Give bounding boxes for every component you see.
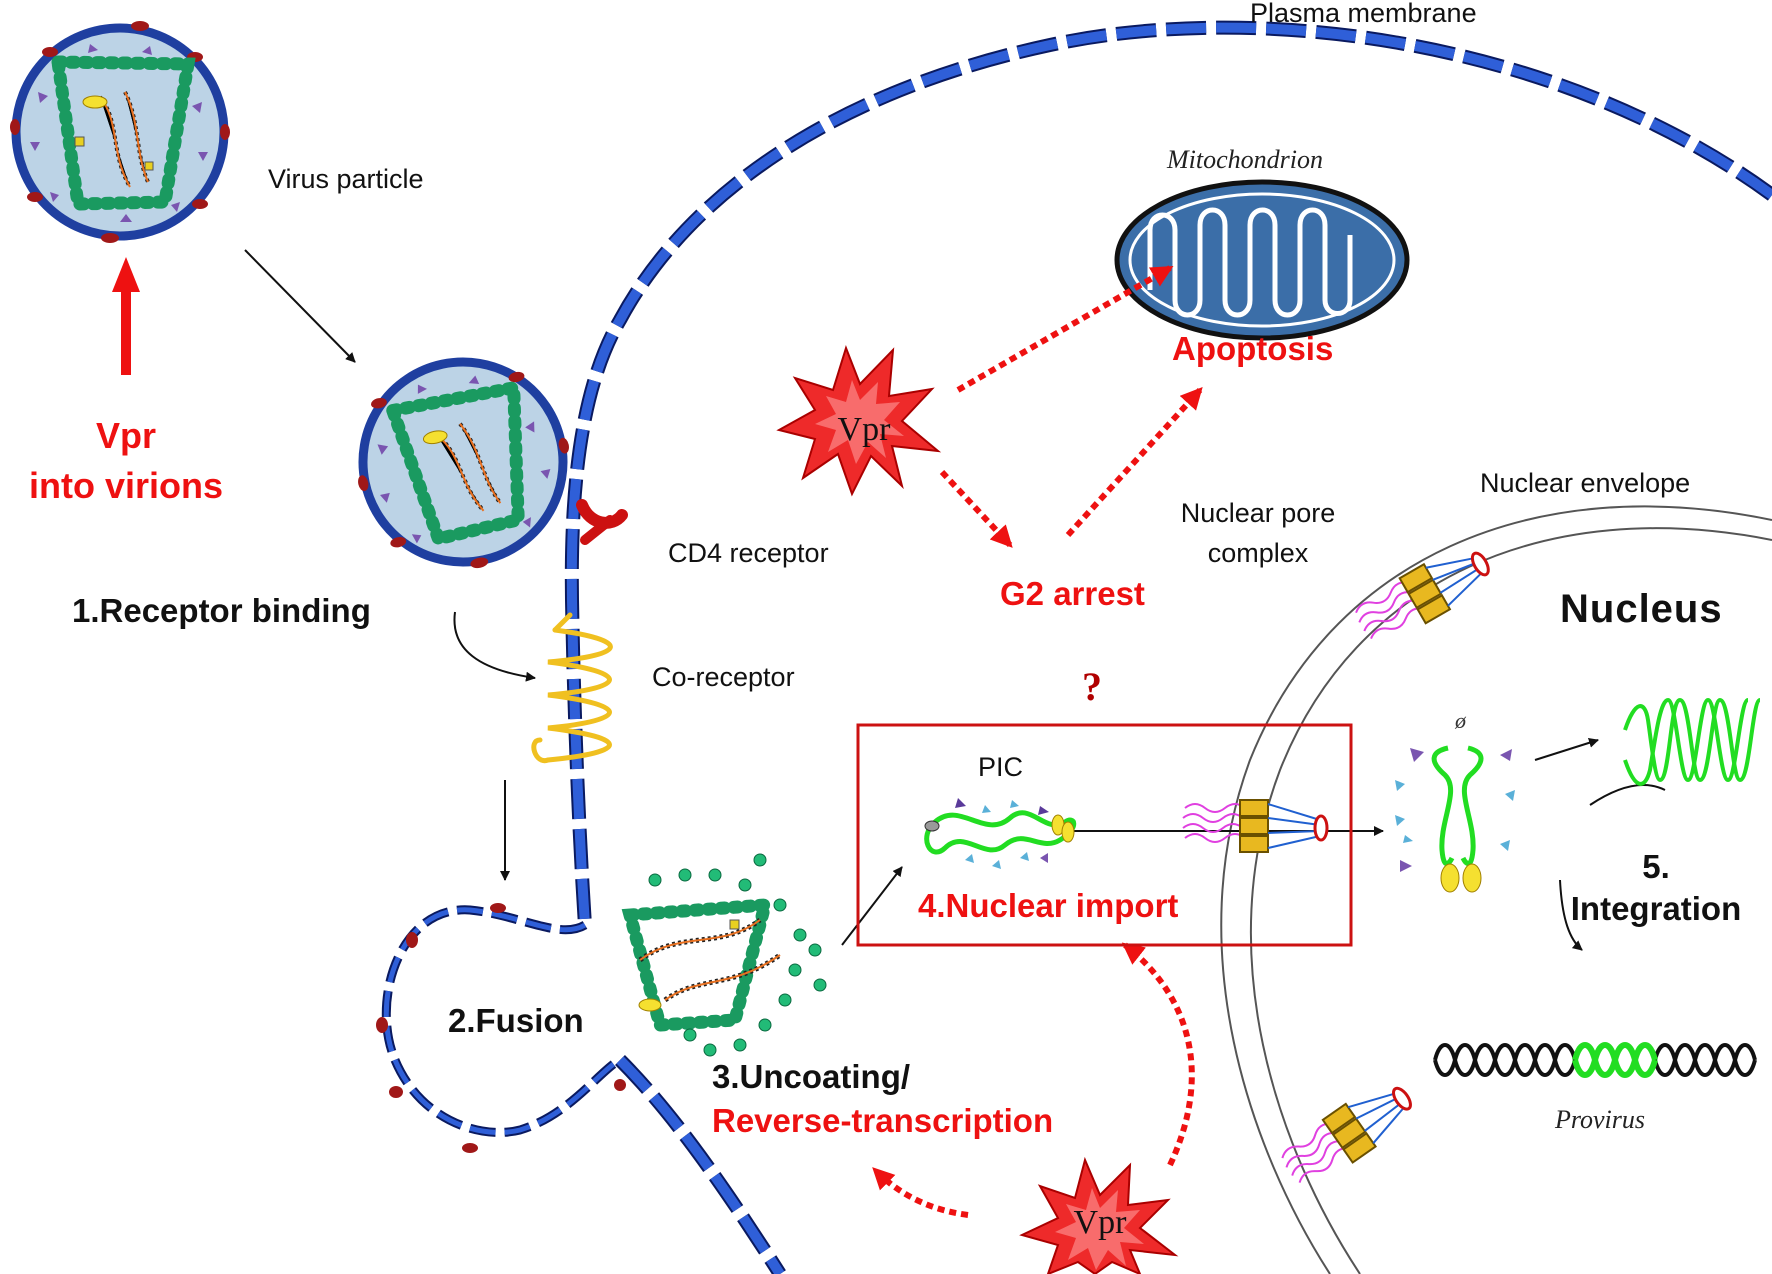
svg-text:ø: ø [1454,708,1467,733]
label-integration-step: 5. [1642,848,1670,885]
label-receptor-binding: 1.Receptor binding [72,592,371,629]
label-fusion: 2.Fusion [448,1002,584,1039]
label-apoptosis: Apoptosis [1172,330,1333,367]
cd4-receptor-icon [576,499,628,545]
vpr-star-icon [776,344,942,497]
label-reverse-transcription: Reverse-transcription [712,1102,1053,1139]
label-nuclear-pore-line2: complex [1208,538,1309,568]
co-receptor-icon [531,612,613,764]
vpr-into-virions-arrow [112,257,140,375]
nuclear-pore-icon [1182,799,1329,853]
provirus-icon [1433,1042,1757,1078]
label-question-mark: ? [1082,664,1102,709]
nuclear-pore-icon [1281,1086,1412,1183]
nuclear-envelope [1220,505,1772,1274]
label-g2-arrest: G2 arrest [1000,575,1145,612]
red-dotted-arrows [872,265,1203,1218]
pic-icon [924,798,1077,869]
label-co-receptor: Co-receptor [652,662,795,692]
black-arrows [244,249,1666,951]
label-vpr-into-virions-line2: into virions [29,465,223,506]
uncoating-capsid-icon [621,853,827,1057]
label-plasma-membrane: Plasma membrane [1250,0,1477,28]
label-nuclear-envelope: Nuclear envelope [1480,468,1690,498]
viral-dna-icon: ø [1395,708,1515,893]
mitochondrion-icon [1114,179,1410,341]
plasma-membrane [564,20,1772,1274]
label-vpr-bottom: Vpr [1074,1204,1128,1241]
label-uncoating: 3.Uncoating/ [712,1058,910,1095]
fusion-vesicle [376,903,626,1153]
label-nuclear-pore-line1: Nuclear pore [1181,498,1336,528]
label-vpr-into-virions-line1: Vpr [96,415,156,456]
label-provirus: Provirus [1554,1105,1645,1134]
label-mitochondrion: Mitochondrion [1166,145,1323,174]
label-vpr-top: Vpr [838,411,892,448]
label-cd4-receptor: CD4 receptor [668,538,829,568]
label-nuclear-import: 4.Nuclear import [918,887,1178,924]
nuclear-pore-icon [1355,551,1490,640]
integrating-dna-icon [1623,697,1762,786]
virus-binding-icon [358,357,569,569]
label-nucleus: Nucleus [1560,587,1723,631]
label-integration: Integration [1571,890,1742,927]
label-virus-particle: Virus particle [268,164,424,194]
label-pic: PIC [978,752,1023,782]
capsid-icon [50,55,196,211]
nuclear-import-box [856,723,1353,947]
vpr-star-icon [1019,1156,1179,1274]
virus-particle-icon [10,21,230,243]
